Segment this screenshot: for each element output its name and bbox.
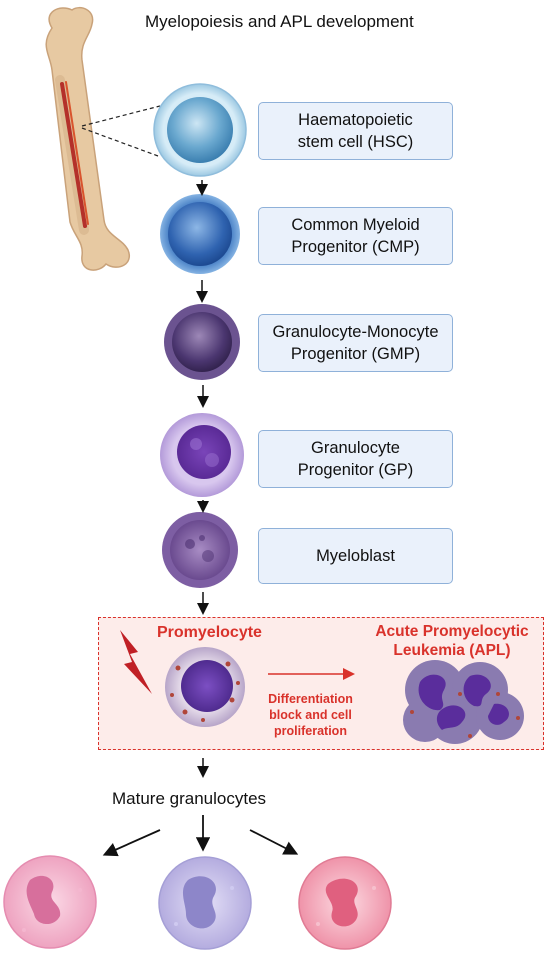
apl-cell-cluster — [403, 660, 524, 744]
stage-label-hsc: Haematopoietic stem cell (HSC) — [258, 102, 453, 160]
eosinophil-cell — [3, 855, 97, 949]
apl-label: Acute Promyelocytic Leukemia (APL) — [375, 623, 529, 659]
gp-cell — [160, 413, 244, 497]
cmp-cell — [160, 194, 240, 274]
stage-arrows — [196, 180, 209, 778]
lightning-icon — [120, 630, 152, 694]
gmp-cell — [164, 304, 240, 380]
differentiation-block-label: Differentiation block and cell prolifera… — [268, 692, 353, 738]
neutrophil-cell — [298, 856, 392, 950]
stage-label-gmp: Granulocyte-Monocyte Progenitor (GMP) — [258, 314, 453, 372]
promyelocyte-cell — [165, 647, 245, 727]
promyelocyte-label: Promyelocyte — [157, 624, 262, 641]
stage-label-cmp: Common Myeloid Progenitor (CMP) — [258, 207, 453, 265]
bone-illustration — [45, 6, 131, 271]
diagram-title: Myelopoiesis and APL development — [145, 12, 414, 31]
myeloblast-cell — [162, 512, 238, 588]
stage-label-myeloblast: Myeloblast — [258, 528, 453, 584]
basophil-cell — [158, 856, 252, 950]
mature-granulocytes-label: Mature granulocytes — [112, 789, 267, 808]
hsc-cell — [153, 83, 247, 177]
stage-label-gp: Granulocyte Progenitor (GP) — [258, 430, 453, 488]
